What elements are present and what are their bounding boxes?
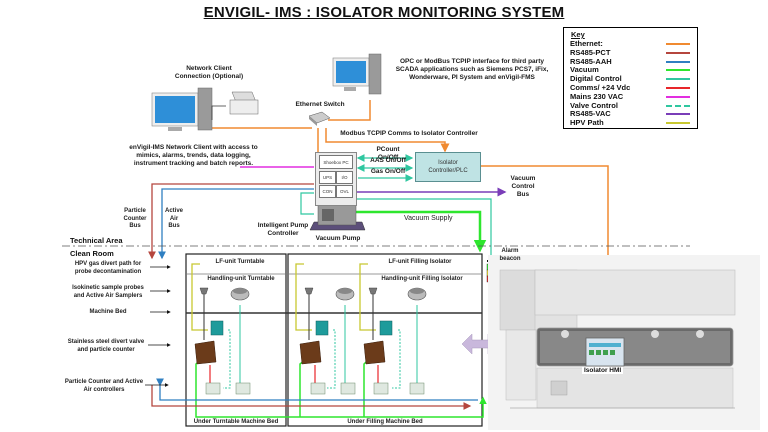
vacuum-supply-line [356, 210, 487, 253]
isolator-controller-plc: Isolator Controller/PLC [415, 152, 481, 182]
legend-item-label: RS485-AAH [570, 56, 612, 66]
legend-swatch [666, 69, 690, 72]
network-client-label: Network Client Connection (Optional) [174, 65, 244, 80]
legend-item: Comms/ +24 Vdc [568, 83, 694, 92]
legend-item-label: HPV Path [570, 118, 604, 128]
air-controllers [205, 382, 425, 395]
legend-swatch [666, 104, 690, 107]
legend-item-label: Valve Control [570, 100, 618, 110]
diagram-title: ENVIGIL- IMS : ISOLATOR MONITORING SYSTE… [203, 4, 565, 21]
intelligent-pump-label: Intelligent Pump Controller [257, 222, 309, 237]
pcount-label: PCount On/Off [376, 146, 400, 161]
legend-swatch [666, 51, 690, 54]
scada-computer-icon [332, 53, 382, 95]
particle-counter-bus-line [148, 183, 314, 260]
legend-item-label: Ethernet: [570, 39, 603, 48]
ethernet-plc-link [325, 128, 450, 153]
isolator-hmi-label: Isolator HMI [582, 367, 624, 374]
active-air-samplers [230, 287, 427, 301]
legend-swatch [666, 113, 690, 116]
legend-item: HPV Path [568, 118, 694, 127]
legend-item-label: Vacuum [570, 65, 599, 75]
aas-label: AAS On/Off [370, 157, 406, 164]
network-client-note: enVigil-IMS Network Client with access t… [129, 144, 258, 167]
legend-swatch [666, 78, 690, 81]
legend-item-label: RS485-VAC [570, 109, 611, 119]
legend-item: Digital Control [568, 74, 694, 83]
io-module: I/O [336, 171, 353, 184]
legend-item-label: Digital Control [570, 74, 622, 84]
active-air-bus-label: Active Air Bus [164, 208, 183, 229]
modbus-label: Modbus TCPIP Comms to Isolator Controlle… [340, 130, 478, 137]
ethernet-switch-label: Ethernet Switch [295, 101, 345, 108]
vacuum-control-bus-label: Vacuum Control Bus [510, 175, 536, 198]
shoebox-pc: Shoebox PC [319, 155, 353, 169]
legend-swatch [666, 122, 690, 125]
annotation-controllers: Particle Counter and Active Air controll… [64, 379, 144, 393]
active-air-return [156, 378, 478, 401]
legend-title: Key [571, 30, 585, 39]
legend-item: RS485-AAH [568, 57, 694, 66]
technical-area-label: Technical Area [70, 236, 123, 245]
legend-item: RS485-PCT [568, 48, 694, 57]
legend-item: Ethernet: [568, 39, 694, 48]
particle-counter-bus-label: Particle Counter Bus [123, 208, 147, 229]
annotation-probes: Isokinetic sample probes and Active Air … [72, 285, 144, 299]
hpv-paths [191, 263, 376, 331]
beacon-control-line [356, 198, 492, 258]
alarm-beacon-label: Alarm beacon [499, 248, 521, 262]
legend-item: Vacuum [568, 65, 694, 74]
annotation-hpv: HPV gas divert path for probe decontamin… [74, 261, 142, 275]
legend-swatch [666, 95, 690, 98]
particle-counters [194, 340, 386, 365]
ovl-module: OVL [336, 185, 353, 198]
legend-item-label: Mains 230 VAC [570, 91, 624, 101]
annotation-divert-valve: Stainless steel divert valve and particl… [67, 339, 145, 353]
legend-item: RS485-VAC [568, 109, 694, 118]
filling-lf-unit-label: LF-unit Filling Isolator [388, 259, 452, 265]
ethernet-switch-icon [308, 111, 331, 126]
particle-counter-return [151, 385, 472, 410]
scada-interface-note: OPC or ModBus TCPIP interface for third … [395, 58, 549, 81]
plc-label: Isolator Controller/PLC [428, 160, 468, 174]
legend-item-label: RS485-PCT [570, 47, 611, 57]
filling-bed-label: Under Filling Machine Bed [347, 419, 423, 425]
ethernet-scada-link [328, 100, 371, 121]
legend-swatch [666, 87, 690, 89]
turntable-lf-unit-label: LF-unit Turntable [215, 259, 265, 265]
controller-rack: Shoebox PC UPS I/O CON OVL [315, 152, 357, 206]
annotation-machine-bed: Machine Bed [89, 309, 127, 315]
turntable-handling-unit-label: Handling-unit Turntable [207, 276, 275, 282]
isolator-machine-image [488, 255, 760, 430]
filling-isolator-box [287, 253, 483, 427]
legend-swatch [666, 43, 690, 45]
printer-icon [211, 91, 259, 120]
turntable-isolator-box [185, 253, 287, 427]
pump-control-line [300, 192, 314, 215]
con-module: CON [319, 185, 336, 198]
divert-valves [210, 320, 393, 336]
active-air-bus-line [158, 188, 314, 260]
filling-handling-unit-label: Handling-unit Filling Isolator [381, 276, 463, 282]
vacuum-pump-label: Vacuum Pump [315, 235, 361, 242]
legend-item-label: Comms/ +24 Vdc [570, 83, 631, 92]
legend-item: Mains 230 VAC [568, 92, 694, 101]
turntable-bed-label: Under Turntable Machine Bed [193, 419, 279, 425]
vacuum-supply-label: Vacuum Supply [404, 215, 453, 222]
gas-label: Gas On/Off [370, 168, 406, 175]
clean-room-label: Clean Room [70, 249, 114, 258]
legend-swatch [666, 60, 690, 63]
ups-module: UPS [319, 171, 336, 184]
network-client-computer-icon [151, 87, 213, 131]
legend-item: Valve Control [568, 101, 694, 110]
